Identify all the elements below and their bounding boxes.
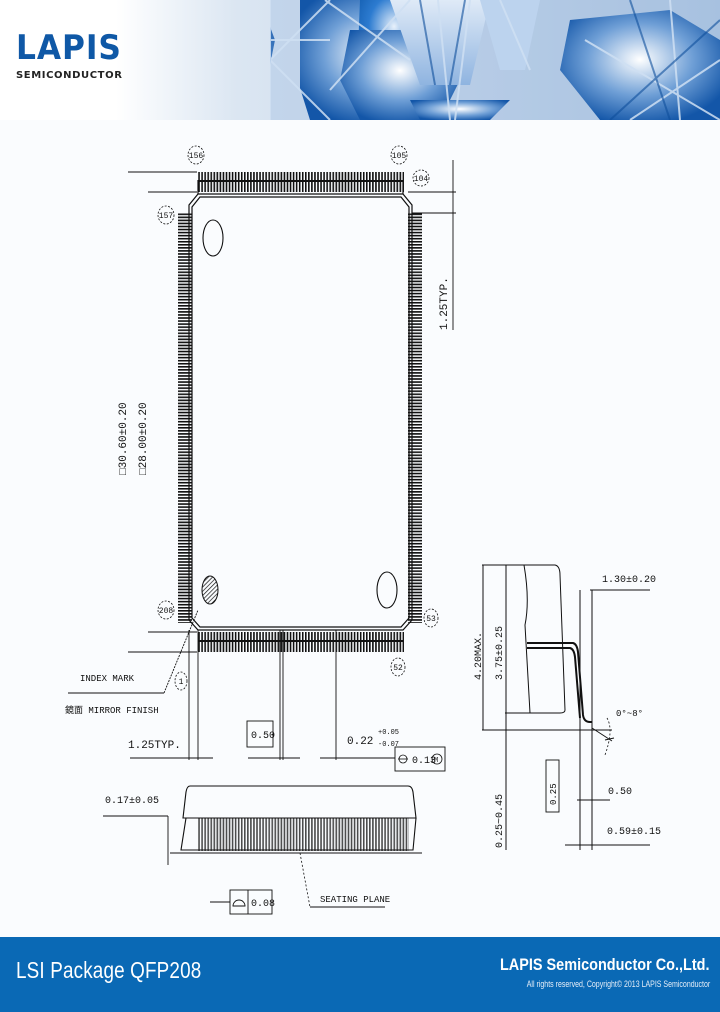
dim-standoff: 0.17±0.05 [105,796,159,807]
left-leads [178,213,192,623]
ejector-mark-bottom [376,571,398,609]
dim-coplanarity: 0.08 [251,899,275,910]
side-body-top [182,785,417,819]
pin-label-156: 156 [189,152,204,161]
dim-foot-height: 0.25~0.45 [495,794,506,848]
dim-corner-typ: 1.25TYP. [439,277,451,330]
profile-symbol-icon [232,899,246,907]
logo-wordmark: LAPIS [16,28,122,68]
ejector-mark-top [202,219,224,257]
dim-tol-plus: +0.05 [378,729,399,737]
position-tolerance-frame [394,746,446,772]
dim-gauge: 0.25 [549,783,559,805]
copyright-notice: All rights reserved, Copyright© 2013 LAP… [526,979,710,989]
dim-body-height: 3.75±0.25 [495,626,506,680]
gauge-box [545,759,560,813]
label-seating-plane: SEATING PLANE [320,895,390,905]
label-mirror-finish: 鏡面 MIRROR FINISH [65,704,159,716]
logo-tagline: SEMICONDUCTOR [16,70,123,81]
dim-lead-length: 0.50 [608,787,632,798]
dim-position-tol: 0.13 [412,756,436,767]
dim-tol-minus: -0.07 [378,741,399,749]
package-drawing: 156 105 104 157 208 53 52 1 □30.60±0.20 … [0,120,720,935]
section-body [524,564,566,714]
body-inner [191,196,410,628]
crystal-pattern-graphic [270,0,720,120]
side-leads [197,818,409,851]
pin-label-105: 105 [392,152,407,161]
pin-label-157: 157 [159,212,174,221]
index-mark [201,575,219,605]
coplanarity-frame [229,889,273,915]
pin-label-53: 53 [426,615,436,624]
header-banner: LAPIS SEMICONDUCTOR [0,0,720,120]
dim-lead-width: 0.22 [347,736,373,748]
lapis-logo: LAPIS SEMICONDUCTOR [16,30,131,81]
dim-lead-angle: 0°~8° [616,709,643,719]
pin-label-104: 104 [414,175,429,184]
dim-bottom-typ: 1.25TYP. [128,740,181,752]
lead-profile [527,642,592,723]
pin-label-52: 52 [393,664,403,673]
qfp208-outline-drawing: 156 105 104 157 208 53 52 1 □30.60±0.20 … [65,145,661,915]
dim-pitch: 0.50 [251,731,275,742]
dim-total-height: 4.20MAX. [474,632,485,680]
pin-label-208: 208 [159,607,174,616]
dim-body-outer: □30.60±0.20 [118,402,130,475]
pitch-box [246,720,274,748]
label-index-mark: INDEX MARK [80,674,135,684]
pin-label-1: 1 [179,678,184,687]
dim-body-inner: □28.00±0.20 [138,402,150,475]
footer-bar: LSI Package QFP208 LAPIS Semiconductor C… [0,937,720,1012]
document-title: LSI Package QFP208 [16,957,202,983]
mmc-modifier: M [434,757,438,765]
right-leads [408,213,422,623]
company-name: LAPIS Semiconductor Co.,Ltd. [500,955,710,974]
dim-lead-span: 1.30±0.20 [602,575,656,586]
dim-lead-foot: 0.59±0.15 [607,827,661,838]
body-outer [188,193,413,631]
